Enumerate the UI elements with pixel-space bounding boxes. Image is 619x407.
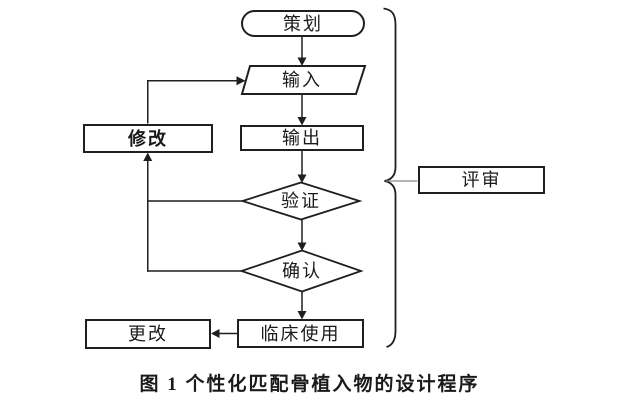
node-verify-label: 验证: [281, 190, 321, 211]
node-change-label: 更改: [128, 324, 168, 344]
node-clinical-use: 临床使用: [237, 319, 364, 348]
figure-caption: 图 1 个性化匹配骨植入物的设计程序: [139, 374, 480, 395]
arrowhead-clinical-change: [211, 329, 220, 338]
node-output: 输出: [240, 125, 364, 151]
node-verify: 验证: [243, 184, 359, 217]
node-input-label: 输入: [282, 70, 322, 90]
node-input: 输入: [246, 66, 358, 94]
arrowhead-input-output: [297, 117, 307, 126]
arrowhead-modify-input: [236, 76, 246, 86]
node-change: 更改: [85, 319, 211, 349]
node-modify-label: 修改: [128, 128, 168, 149]
arrowhead-to-modify: [143, 152, 153, 161]
review-brace: [383, 7, 397, 348]
node-clinical-use-label: 临床使用: [260, 323, 341, 344]
arrowhead-verify-confirm: [297, 242, 307, 251]
node-output-label: 输出: [282, 128, 322, 148]
arrowhead-plan-input: [297, 57, 307, 66]
node-confirm-label: 确认: [282, 261, 322, 281]
node-review-label: 评审: [461, 170, 502, 190]
arrowhead-confirm-clinical: [297, 311, 307, 320]
plan-terminator-shape: [241, 10, 365, 37]
arrowhead-output-verify: [297, 174, 307, 183]
node-plan-label: 策划: [283, 13, 323, 34]
node-confirm: 确认: [242, 253, 362, 289]
input-parallelogram-shape: [240, 65, 367, 95]
node-plan: 策划: [242, 11, 364, 36]
node-review: 评审: [418, 166, 545, 194]
verify-diamond-shape: [239, 181, 363, 221]
node-modify: 修改: [83, 124, 213, 153]
